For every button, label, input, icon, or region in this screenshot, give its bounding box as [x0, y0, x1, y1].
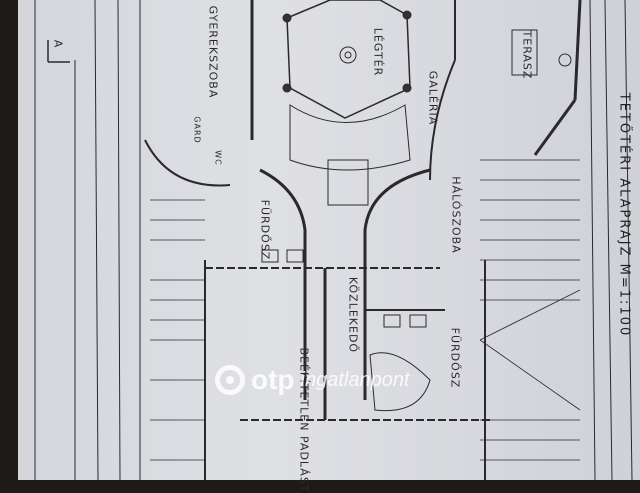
column [282, 13, 292, 23]
wall [363, 168, 431, 400]
watermark: otp ingatlanpont [215, 364, 410, 396]
dimension-line [94, 0, 99, 480]
stairs [327, 159, 369, 206]
dimension-line [589, 0, 596, 480]
legter-outline [286, 0, 411, 119]
roof-hatching-right [479, 159, 581, 461]
sink-icon [409, 314, 427, 328]
room-label-wc: WC [213, 150, 223, 166]
room-label-gyerekszoba: GYEREKSZOBA [206, 5, 220, 99]
column [402, 83, 412, 93]
floor-plan-drawing [34, 0, 633, 480]
dimension-line [624, 0, 633, 480]
sink-icon [286, 249, 304, 263]
watermark-text: ingatlanpont [300, 368, 410, 391]
section-marker: A [51, 39, 65, 49]
sink-icon [383, 314, 401, 328]
room-label-kozlekedo: KÖZLEKEDŐ [346, 276, 360, 354]
column [402, 10, 412, 20]
room-label-furdo-right: FÜRDŐSZ [448, 327, 462, 389]
wall [429, 59, 456, 181]
level-marker-icon [558, 53, 572, 67]
dimension-line [117, 0, 121, 480]
room-label-legter: LÉGTÉR [371, 27, 385, 77]
room-label-gard: GARD [192, 116, 202, 144]
sink-icon [261, 249, 279, 263]
curved-stairs [144, 139, 231, 187]
otp-logo-icon [215, 365, 245, 395]
room-label-terasz: TERASZ [520, 30, 534, 80]
bathtub-icon [369, 352, 431, 412]
room-label-haloszoba: HÁLÓSZOBA [449, 176, 463, 254]
room-label-furdo-left: FÜRDŐSZ [258, 199, 272, 261]
terrace-table [511, 29, 538, 76]
chandelier-icon [339, 46, 357, 64]
railing [533, 99, 577, 156]
column [282, 83, 292, 93]
dimension-line [604, 0, 613, 480]
railing [573, 0, 582, 101]
drawing-title: TETŐTÉRI ALAPRAJZ M=1:100 [616, 92, 632, 338]
room-label-galeria: GALÉRIA [426, 70, 440, 126]
curved-stairs [289, 104, 411, 171]
wall [259, 168, 307, 400]
watermark-brand: otp [251, 364, 295, 395]
roof-hatching-left [150, 199, 205, 461]
